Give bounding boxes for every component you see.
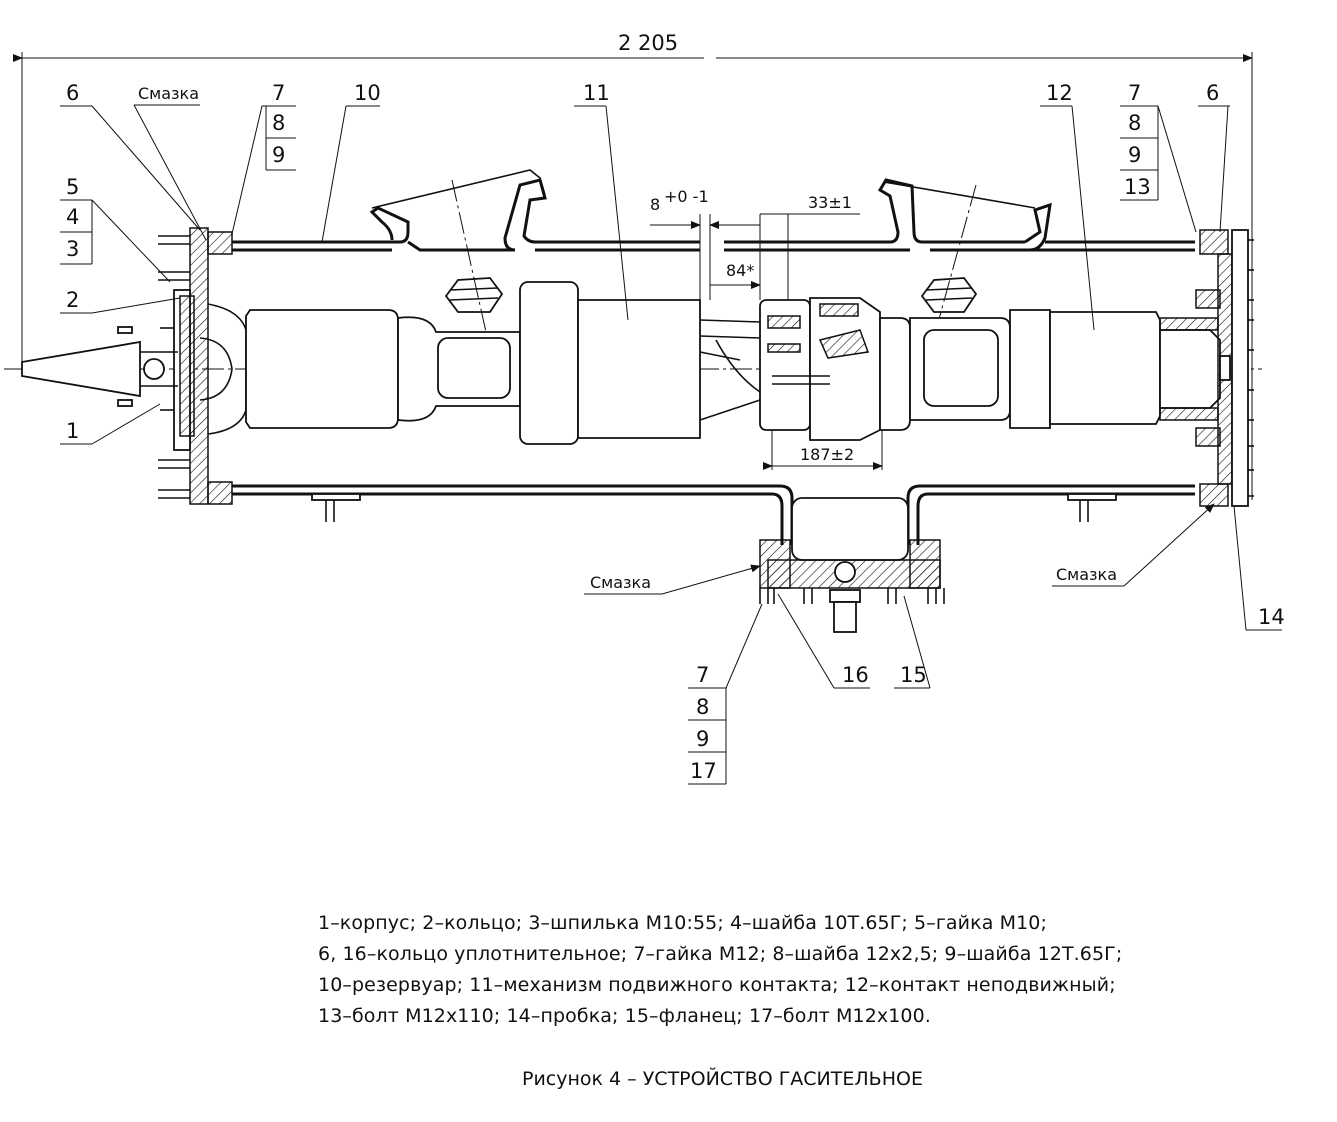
tank-body [232, 169, 1195, 545]
label-6-left: 6 [66, 81, 79, 105]
left-flange [21, 227, 247, 505]
overall-dimension-value: 2 205 [618, 31, 678, 55]
moving-contact-mechanism [245, 179, 761, 445]
label-4: 4 [66, 205, 79, 229]
fixed-contact [909, 309, 1221, 429]
label-12: 12 [1046, 81, 1073, 105]
label-5: 5 [66, 175, 79, 199]
label-13: 13 [1124, 175, 1151, 199]
label-9-left: 9 [272, 143, 285, 167]
label-6-right: 6 [1206, 81, 1219, 105]
label-7-bottom: 7 [696, 663, 709, 687]
legend-line-3: 10–резервуар; 11–механизм подвижного кон… [318, 974, 1116, 996]
label-7-left: 7 [272, 81, 285, 105]
label-14: 14 [1258, 605, 1285, 629]
leaders-bottom: Смазка Смазка 14 16 15 7 8 9 17 [584, 503, 1285, 785]
label-9-bottom: 9 [696, 727, 709, 751]
label-lube-bottom-left: Смазка [590, 573, 651, 592]
label-3: 3 [66, 237, 79, 261]
bottom-flange [759, 497, 945, 633]
leaders-right: 12 7 8 9 13 6 [1040, 81, 1230, 331]
parts-legend: 1–корпус; 2–кольцо; 3–шпилька М10:55; 4–… [318, 908, 1198, 1032]
legend-line-2: 6, 16–кольцо уплотнительное; 7–гайка М12… [318, 943, 1123, 965]
label-1: 1 [66, 419, 79, 443]
overall-dimension: 2 205 [13, 31, 1253, 500]
contact-assembly [759, 184, 978, 441]
label-lube-top: Смазка [138, 84, 199, 103]
label-11: 11 [583, 81, 610, 105]
label-9-right: 9 [1128, 143, 1141, 167]
label-15: 15 [900, 663, 927, 687]
dim-84: 84* [726, 261, 754, 280]
center-dimensions: 8 +0 -1 33±1 84* 187±2 [650, 187, 883, 470]
label-17: 17 [690, 759, 717, 783]
label-8-left: 8 [272, 111, 285, 135]
leaders-left: 6 Смазка 7 8 9 10 11 5 4 3 2 1 [60, 81, 629, 445]
label-16: 16 [842, 663, 869, 687]
label-10: 10 [354, 81, 381, 105]
dim-187: 187±2 [800, 445, 854, 464]
figure-caption: Рисунок 4 – УСТРОЙСТВО ГАСИТЕЛЬНОЕ [522, 1068, 923, 1090]
dim-33: 33±1 [808, 193, 852, 212]
label-8-bottom: 8 [696, 695, 709, 719]
right-flange [1195, 229, 1254, 507]
label-lube-bottom-right: Смазка [1056, 565, 1117, 584]
dim-8: 8 [650, 195, 660, 214]
label-8-right: 8 [1128, 111, 1141, 135]
label-7-right: 7 [1128, 81, 1141, 105]
legend-line-4: 13–болт М12х110; 14–пробка; 15–фланец; 1… [318, 1005, 931, 1027]
label-2: 2 [66, 288, 79, 312]
dim-8-tol: +0 -1 [664, 187, 709, 206]
legend-line-1: 1–корпус; 2–кольцо; 3–шпилька М10:55; 4–… [318, 912, 1047, 934]
